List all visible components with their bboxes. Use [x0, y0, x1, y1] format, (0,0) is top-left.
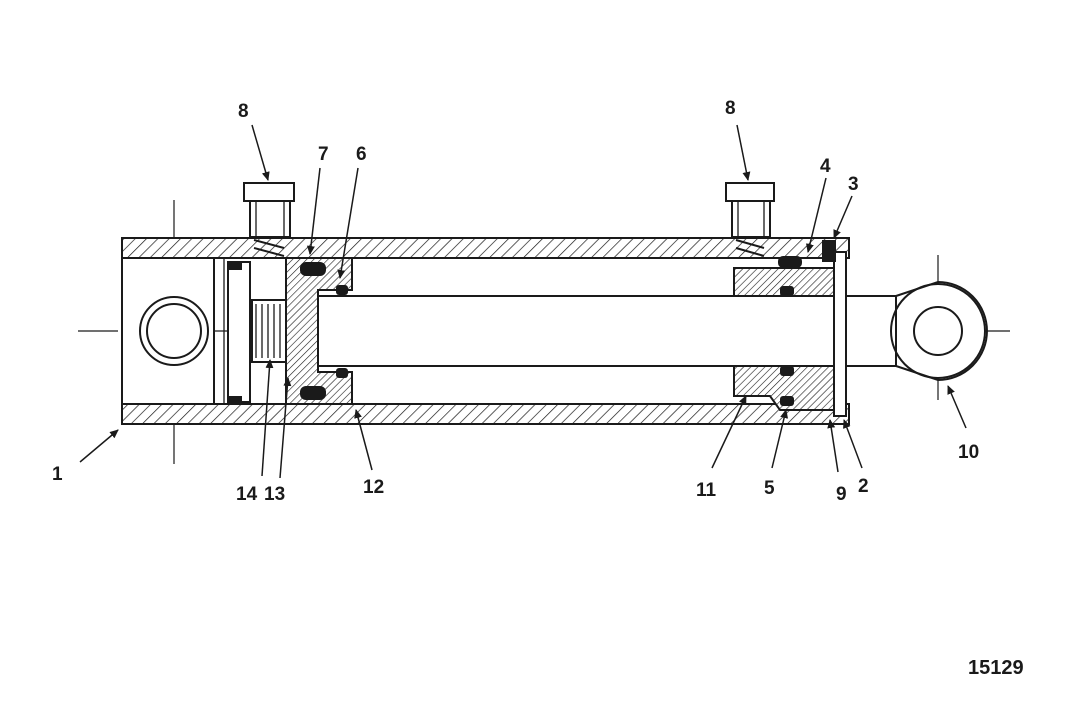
- rod-gland-assembly: [733, 240, 847, 417]
- callout-4: 4: [820, 156, 831, 177]
- callout-8-left: 8: [238, 101, 249, 122]
- callout-11: 11: [696, 480, 717, 501]
- callout-13: 13: [264, 484, 285, 505]
- leader-lines: [79, 124, 967, 479]
- callout-2: 2: [858, 476, 869, 497]
- hydraulic-fitting-left: [243, 182, 295, 257]
- callout-14: 14: [236, 484, 258, 505]
- piston-rod: [317, 295, 911, 367]
- callout-8-right: 8: [725, 98, 736, 119]
- callout-10: 10: [958, 442, 979, 463]
- piston-nut-knurl: [255, 304, 281, 358]
- cylinder-barrel: [121, 237, 850, 425]
- callout-3: 3: [848, 174, 859, 195]
- hydraulic-fitting-right: [725, 182, 775, 257]
- callout-6: 6: [356, 144, 367, 165]
- callout-9: 9: [836, 484, 847, 505]
- figure-number: 15129: [968, 657, 1024, 679]
- callout-5: 5: [764, 478, 775, 499]
- callout-labels: 1 2 3 4 5 6 7 8 8 9 10 11 12 13 14: [52, 98, 979, 505]
- rod-end-clevis: [890, 280, 988, 382]
- callout-12: 12: [363, 477, 384, 498]
- callout-1: 1: [52, 464, 63, 485]
- piston-assembly: [227, 257, 353, 405]
- callout-7: 7: [318, 144, 329, 165]
